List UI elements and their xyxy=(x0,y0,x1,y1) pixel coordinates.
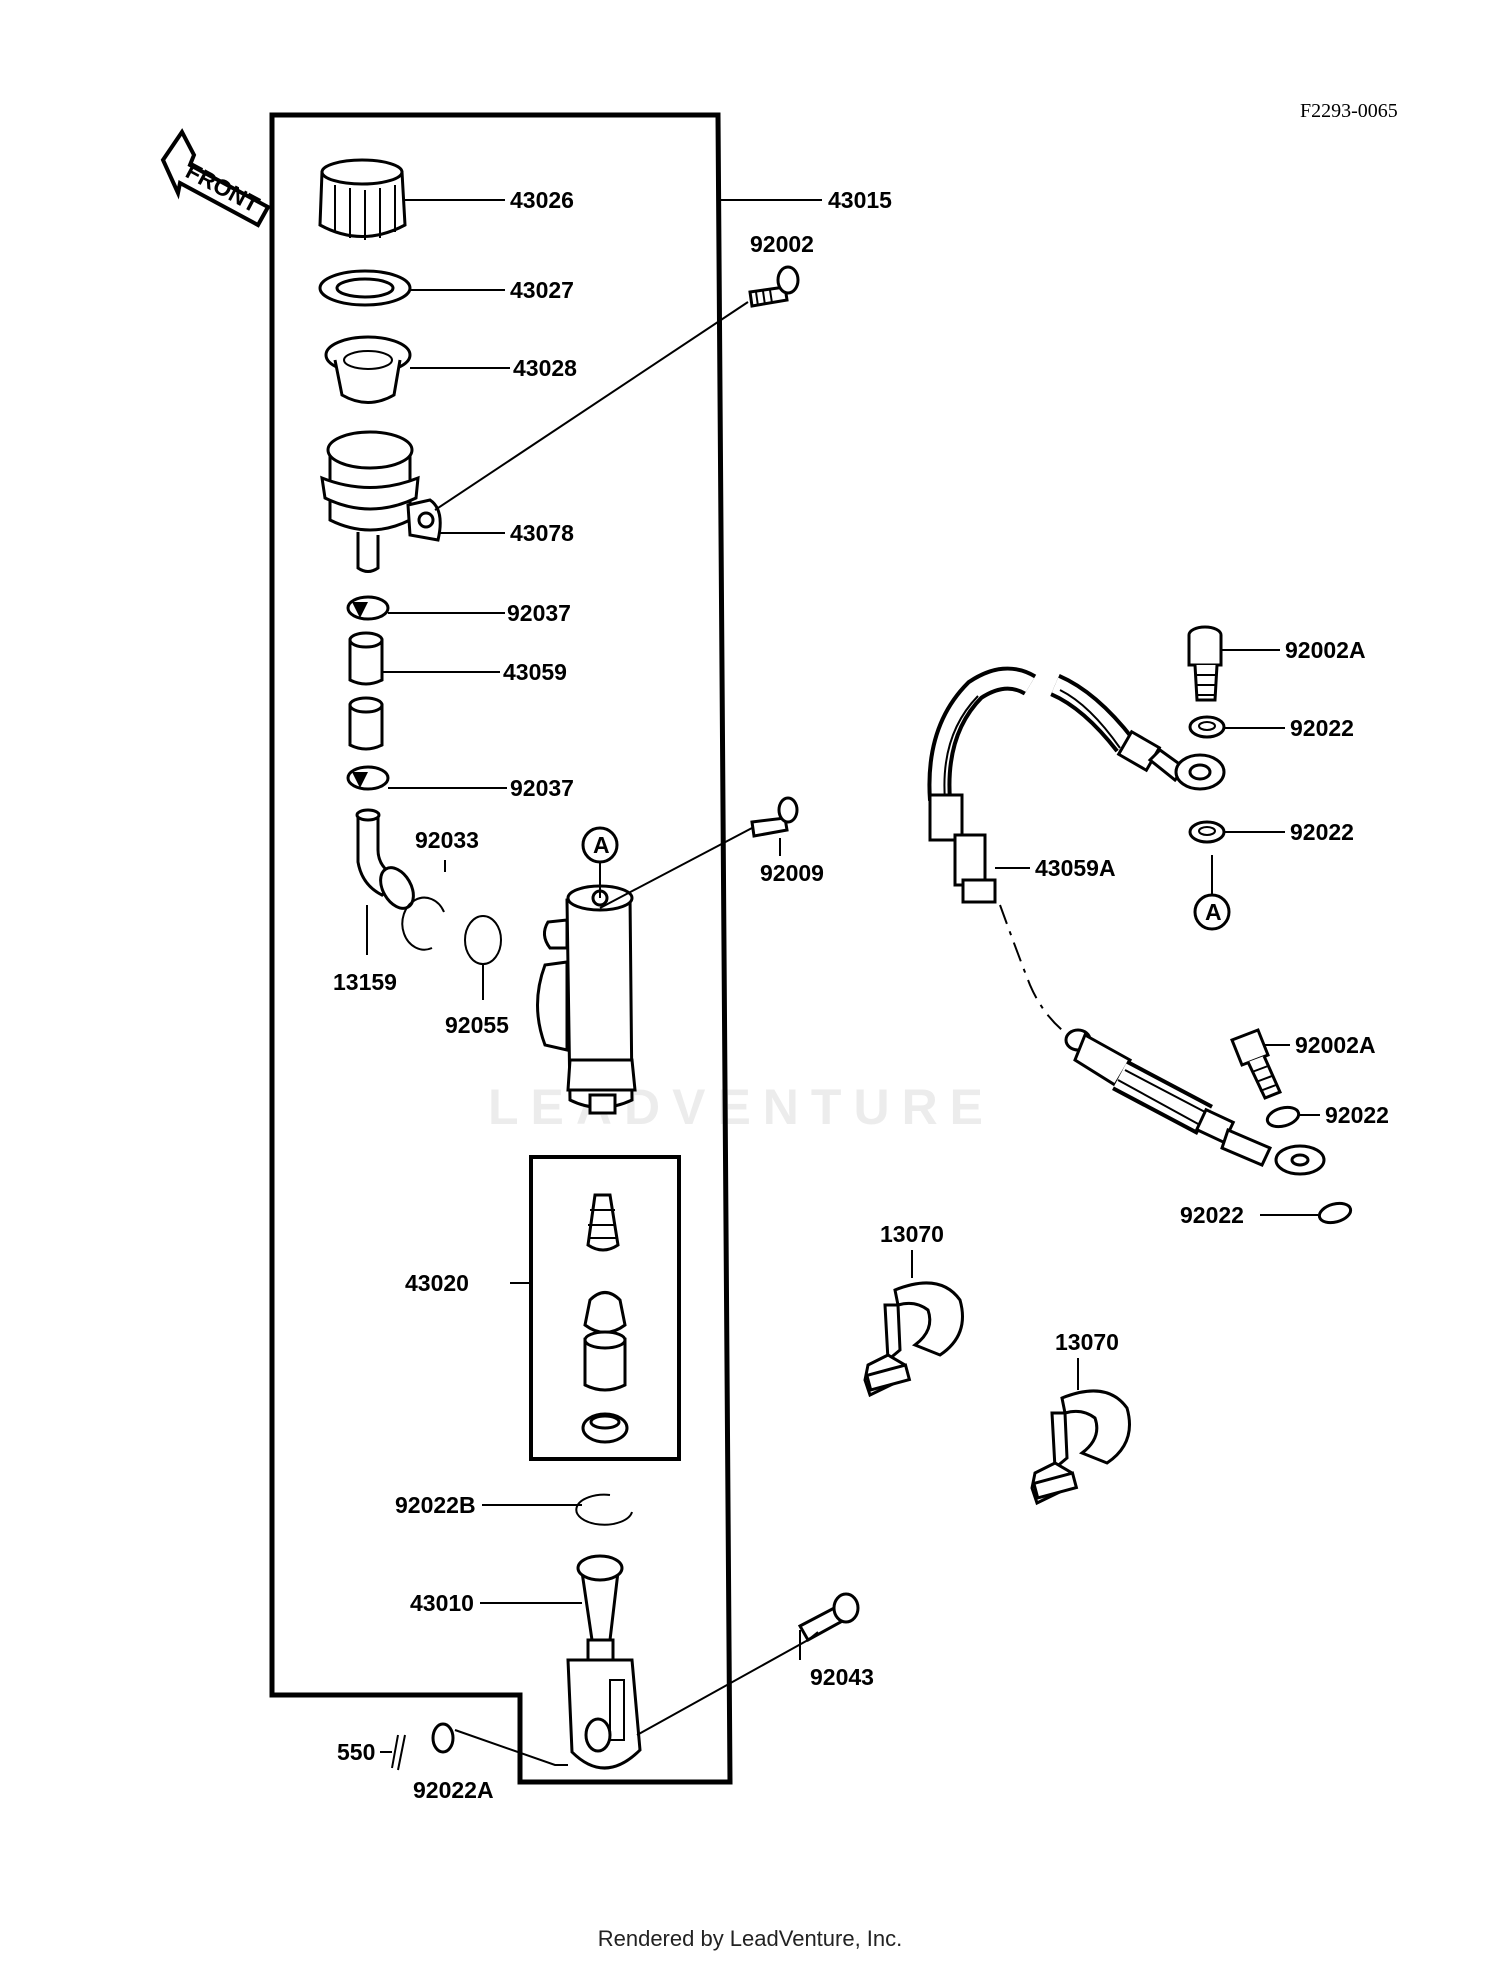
front-direction-arrow: FRONT xyxy=(160,128,271,228)
assembly-outline xyxy=(269,112,733,1785)
part-13070-hose-clamp-2 xyxy=(1030,1389,1131,1506)
label-13070-1: 13070 xyxy=(880,1221,944,1247)
part-92022B-circlip xyxy=(575,1493,633,1526)
label-550: 550 xyxy=(337,1739,375,1765)
part-92022-washer-1 xyxy=(1188,715,1226,739)
leader-lines xyxy=(366,199,1320,1766)
part-43059A-brake-hose xyxy=(927,666,1326,1176)
part-43010-push-rod xyxy=(566,1554,642,1770)
part-92022A-washer xyxy=(431,1722,455,1754)
subassembly-43020-box xyxy=(529,1155,681,1461)
label-92009: 92009 xyxy=(760,860,824,886)
label-43078: 43078 xyxy=(510,520,574,546)
part-92033-circlip xyxy=(401,896,445,951)
reference-mark-a1-label: A xyxy=(593,832,610,858)
label-92037-bottom: 92037 xyxy=(510,775,574,801)
label-43027: 43027 xyxy=(510,277,574,303)
label-92043: 92043 xyxy=(810,1664,874,1690)
reference-mark-a1: A xyxy=(581,826,619,864)
part-550-cotter-pin xyxy=(391,1734,406,1771)
part-92043-pin xyxy=(797,1592,860,1643)
label-92033: 92033 xyxy=(415,827,479,853)
part-92022-washer-2-hole xyxy=(1198,826,1216,836)
label-43059A: 43059A xyxy=(1035,855,1116,881)
part-92002-screw xyxy=(748,265,800,308)
label-92022-3: 92022 xyxy=(1325,1102,1389,1128)
part-43026-reservoir-cap xyxy=(318,158,407,240)
part-43078-reservoir xyxy=(320,430,442,573)
part-13070-hose-clamp-1 xyxy=(863,1281,964,1398)
label-92022B: 92022B xyxy=(395,1492,476,1518)
part-92022-washer-4 xyxy=(1317,1201,1353,1225)
label-92022A: 92022A xyxy=(413,1777,494,1803)
part-92009-bolt xyxy=(750,796,799,838)
part-92002A-banjo-bolt-top xyxy=(1187,625,1223,702)
label-92022-1: 92022 xyxy=(1290,715,1354,741)
label-43020: 43020 xyxy=(405,1270,469,1296)
label-13159: 13159 xyxy=(333,969,397,995)
part-92055-o-ring xyxy=(464,915,502,965)
label-92055: 92055 xyxy=(445,1012,509,1038)
part-92037-hose-clamp-bottom xyxy=(346,765,390,791)
label-92002A-top: 92002A xyxy=(1285,637,1366,663)
label-43010: 43010 xyxy=(410,1590,474,1616)
diagram-code: F2293-0065 xyxy=(1300,100,1398,122)
label-92037-top: 92037 xyxy=(507,600,571,626)
part-92022-washer-3 xyxy=(1265,1105,1301,1129)
part-13159-hose-joint xyxy=(355,808,415,910)
reference-mark-a2-label: A xyxy=(1205,899,1222,925)
label-43028: 43028 xyxy=(513,355,577,381)
label-92022-2: 92022 xyxy=(1290,819,1354,845)
part-43028-diaphragm xyxy=(324,335,412,404)
label-92002A-bottom: 92002A xyxy=(1295,1032,1376,1058)
part-92022-washer-1-hole xyxy=(1198,721,1216,731)
part-master-cylinder-body xyxy=(536,884,637,1115)
label-92002: 92002 xyxy=(750,231,814,257)
label-43015: 43015 xyxy=(828,187,892,213)
label-13070-2: 13070 xyxy=(1055,1329,1119,1355)
label-43026: 43026 xyxy=(510,187,574,213)
part-92002A-banjo-bolt-bottom xyxy=(1230,1028,1283,1100)
part-92037-hose-clamp-top xyxy=(346,595,390,621)
footer-credit: Rendered by LeadVenture, Inc. xyxy=(597,1926,903,1951)
part-43059-reservoir-hose xyxy=(348,631,384,751)
reference-mark-a2: A xyxy=(1193,893,1231,931)
part-43020-piston-kit xyxy=(581,1193,629,1444)
part-43027-diaphragm-plate xyxy=(318,269,412,307)
part-92022-washer-2 xyxy=(1188,820,1226,844)
label-43059: 43059 xyxy=(503,659,567,685)
label-92022-4: 92022 xyxy=(1180,1202,1244,1228)
